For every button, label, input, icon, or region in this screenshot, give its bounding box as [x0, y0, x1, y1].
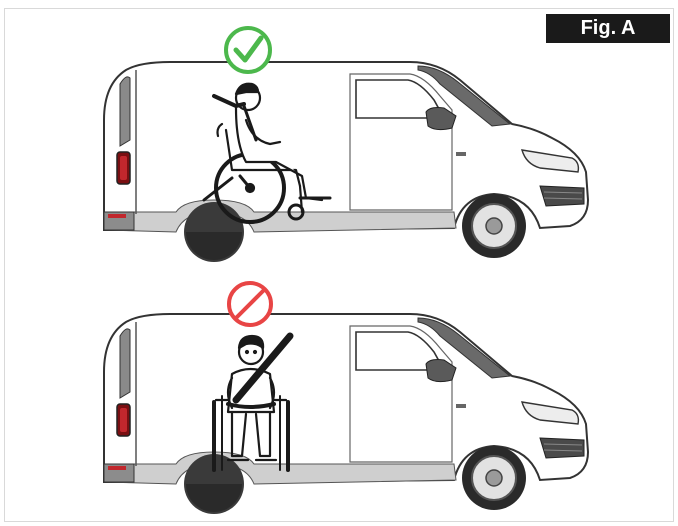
- van-top: [104, 62, 588, 262]
- prohibited-circle-icon: [229, 283, 271, 325]
- checkmark-circle-icon: [226, 28, 270, 72]
- van-bottom: [104, 314, 588, 514]
